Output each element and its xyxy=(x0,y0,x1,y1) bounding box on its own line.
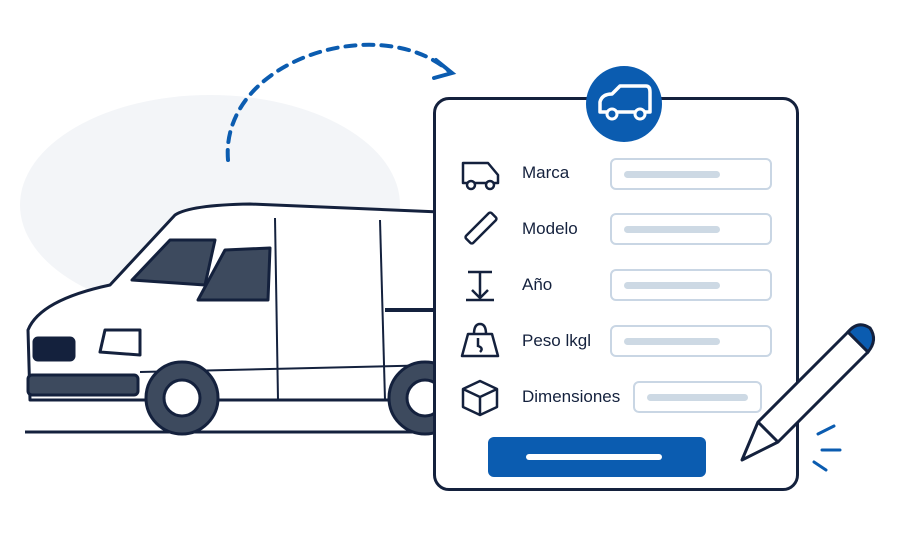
field-label-marca: Marca xyxy=(522,163,570,182)
van-icon xyxy=(598,84,652,121)
ruler-icon xyxy=(464,211,498,245)
submit-button[interactable] xyxy=(488,437,706,477)
field-label-modelo: Modelo xyxy=(522,219,578,238)
field-label-ano: Año xyxy=(522,275,553,294)
height-icon xyxy=(466,270,494,302)
marca-input[interactable] xyxy=(610,158,772,190)
peso-input[interactable] xyxy=(610,325,772,357)
field-label-dimensiones: Dimensiones xyxy=(522,387,621,406)
weight-bag-icon xyxy=(460,322,500,358)
van-illustration xyxy=(25,202,463,436)
van-icon xyxy=(461,161,500,191)
pencil-icon xyxy=(740,323,875,472)
box-icon xyxy=(461,379,499,417)
modelo-input[interactable] xyxy=(610,213,772,245)
field-label-peso: Peso lkgl xyxy=(522,331,591,350)
dimensiones-input[interactable] xyxy=(633,381,762,413)
submit-button-label-bar xyxy=(526,454,662,460)
van-badge xyxy=(586,66,662,142)
arrow-head-icon xyxy=(432,58,457,80)
dashed-arrow xyxy=(225,42,452,162)
ano-input[interactable] xyxy=(610,269,772,301)
